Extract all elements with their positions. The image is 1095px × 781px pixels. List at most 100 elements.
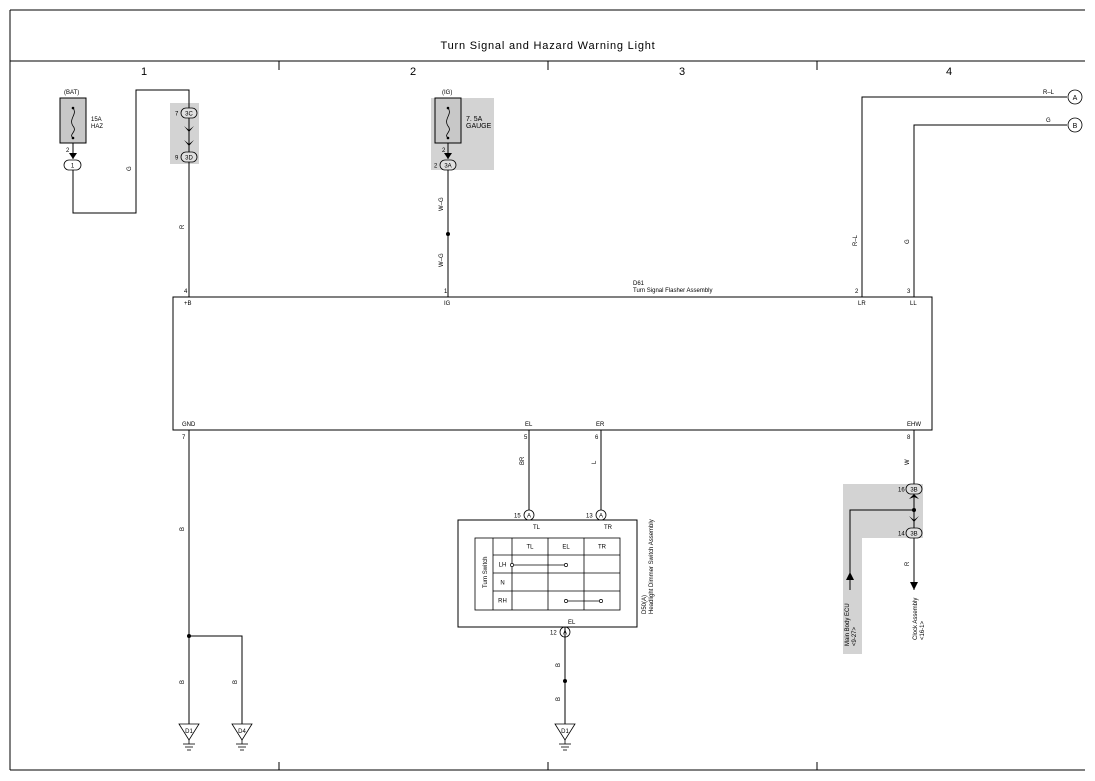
junction-3b-bottom-pin: 14 xyxy=(898,532,905,538)
flasher-pin-label-ehw: EHW xyxy=(907,422,921,428)
wire-label-l: L xyxy=(592,460,598,464)
main-body-ecu-label: Main Body ECU xyxy=(845,603,851,646)
flasher-pin-label-ll: LL xyxy=(910,301,917,307)
turn-switch-title: Turn Switch xyxy=(483,557,489,588)
connector-3a-pin: 2 xyxy=(434,164,438,170)
switch-id: D50(A) xyxy=(642,595,648,614)
switch-terminal-tr: TR xyxy=(604,525,613,531)
flasher-pin-5: 5 xyxy=(524,435,528,441)
clock-assembly-ref: <16-1> xyxy=(920,620,926,640)
wire-label-rl-horizontal: R–L xyxy=(1043,90,1055,96)
haz-fuse xyxy=(59,97,87,144)
gauge-fuse xyxy=(434,97,462,144)
gauge-fuse-rating: 7. 5A xyxy=(466,116,483,123)
column-number-3: 3 xyxy=(679,66,685,78)
offpage-connector-a xyxy=(1067,89,1083,105)
column-number-4: 4 xyxy=(946,66,952,78)
wire-label-br: BR xyxy=(520,456,526,465)
flasher-pin-8: 8 xyxy=(907,435,911,441)
arrow-down-icon xyxy=(910,582,918,590)
flasher-pin-2: 2 xyxy=(855,289,859,295)
flasher-pin-label-plusb: +B xyxy=(184,301,192,307)
gauge-fuse-name: GAUGE xyxy=(466,123,492,130)
ground-d1-left-label: D1 xyxy=(185,729,193,735)
gauge-fuse-source: (IG) xyxy=(442,90,452,96)
switch-terminal-el: EL xyxy=(568,620,576,626)
switch-table-header-tl: TL xyxy=(526,545,534,551)
switch-connector-15-letter: A xyxy=(527,514,531,520)
flasher-pin-label-el: EL xyxy=(525,422,533,428)
flasher-pin-7: 7 xyxy=(182,435,186,441)
flasher-pin-3: 3 xyxy=(907,289,911,295)
wire-b-d4 xyxy=(189,635,243,724)
flasher-name: Turn Signal Flasher Assembly xyxy=(633,288,712,294)
splice-point xyxy=(446,232,450,236)
wire-label-w: W xyxy=(905,459,911,465)
junction-arrow-icon xyxy=(909,494,919,499)
arrow-up-icon xyxy=(846,572,854,580)
wire-label-b-switch-upper: B xyxy=(556,663,562,667)
switch-pin-12: 12 xyxy=(550,631,557,637)
wire-g-ll xyxy=(913,124,1067,297)
flasher-pin-label-ig: IG xyxy=(444,301,451,307)
ground-d1-left-icon xyxy=(178,723,200,751)
clock-assembly-label: Clock Assembly xyxy=(913,598,919,640)
switch-pin-13: 13 xyxy=(586,514,593,520)
column-number-1: 1 xyxy=(141,66,147,78)
wire-label-wg-lower: W–G xyxy=(439,253,445,267)
wire-label-wg-upper: W–G xyxy=(439,197,445,211)
splice-point xyxy=(187,634,191,638)
wire-label-r: R xyxy=(180,224,186,229)
wire-label-rl-vertical: R–L xyxy=(853,234,859,246)
connector-1-label: 1 xyxy=(71,164,75,170)
switch-table-header-el: EL xyxy=(562,545,570,551)
wire-to-main-body-ecu xyxy=(849,509,914,576)
switch-terminal-tl: TL xyxy=(533,525,541,531)
junction-3b-bottom-label: 3B xyxy=(910,532,917,538)
flasher-pin-4: 4 xyxy=(184,289,188,295)
junction-3b-top-label: 3B xyxy=(910,488,917,494)
turn-signal-flasher-assembly xyxy=(172,296,933,431)
connector-3a-label: 3A xyxy=(444,164,451,170)
junction-3d-pin: 9 xyxy=(175,156,179,162)
switch-row-lh: LH xyxy=(499,563,507,569)
haz-fuse-rating: 15A xyxy=(91,117,102,123)
junction-arrow-icon xyxy=(909,516,919,522)
haz-fuse-name: HAZ xyxy=(91,124,103,130)
gauge-fuse-pin: 2 xyxy=(442,148,446,154)
offpage-connector-b-label: B xyxy=(1073,123,1078,130)
junction-3c-label: 3C xyxy=(185,112,193,118)
switch-table-header-tr: TR xyxy=(598,545,607,551)
turn-switch-table xyxy=(474,537,621,611)
offpage-connector-b xyxy=(1067,117,1083,133)
haz-fuse-source: (BAT) xyxy=(64,90,79,96)
switch-row-rh: RH xyxy=(498,599,507,605)
ground-d4-label: D4 xyxy=(238,729,246,735)
flasher-pin-label-lr: LR xyxy=(858,301,866,307)
junction-arrow-icon xyxy=(184,140,194,146)
switch-row-n: N xyxy=(500,581,504,587)
flasher-id: D61 xyxy=(633,281,645,287)
offpage-connector-a-label: A xyxy=(1073,95,1078,102)
wire-label-g: G xyxy=(127,166,133,171)
connector-arrow-icon xyxy=(444,153,452,159)
flasher-pin-1: 1 xyxy=(444,289,448,295)
switch-name: Headlight Dimmer Switch Assembly xyxy=(649,519,655,614)
wire-label-g-vertical: G xyxy=(905,239,911,244)
switch-pin-15: 15 xyxy=(514,514,521,520)
connector-arrow-icon xyxy=(69,153,77,159)
junction-block-shade-3b xyxy=(843,484,923,654)
junction-3c-pin: 7 xyxy=(175,112,179,118)
flasher-pin-6: 6 xyxy=(595,435,599,441)
haz-fuse-pin: 2 xyxy=(66,148,70,154)
ground-d1-right-label: D1 xyxy=(561,729,569,735)
wire-label-r-clock: R xyxy=(905,561,911,566)
wire-g-haz xyxy=(72,89,190,214)
wire-label-g-horizontal: G xyxy=(1046,118,1051,124)
wire-label-b-d4: B xyxy=(233,680,239,684)
flasher-pin-label-er: ER xyxy=(596,422,605,428)
junction-3d-label: 3D xyxy=(185,156,193,162)
wire-label-b-main: B xyxy=(180,527,186,531)
switch-connector-13-letter: A xyxy=(599,514,603,520)
main-body-ecu-ref: <9-27> xyxy=(852,626,858,646)
